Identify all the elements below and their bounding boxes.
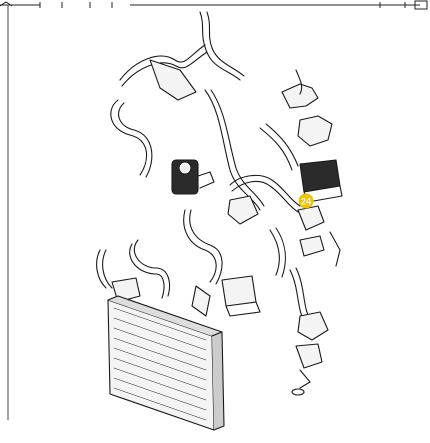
control-module: [299, 159, 341, 193]
cropped-frame-top: [0, 0, 428, 10]
connector-right-2: [297, 115, 333, 147]
hose-mid-left: [183, 209, 217, 283]
hose-center-arc: [229, 174, 301, 207]
callout-24-label: 24: [301, 197, 311, 207]
fitting-lower-right: [295, 343, 323, 369]
hose-right-upper: [259, 127, 293, 171]
thermostat-housing: [297, 311, 329, 341]
hose-upper-left: [119, 44, 206, 81]
hose-left-curve: [110, 99, 148, 176]
fitting-right-mid: [297, 205, 325, 231]
hose-center-long: [204, 89, 261, 211]
pipe-top-center: [199, 11, 241, 81]
valve-center: [227, 195, 259, 225]
radiator: [107, 295, 225, 431]
seal-ring: [291, 388, 305, 396]
callout-24-circle[interactable]: [298, 193, 314, 209]
connector-top-right: [281, 83, 319, 109]
expansion-tank: [221, 275, 257, 307]
hose-radiator-feed: [133, 239, 171, 297]
clip-right: [299, 235, 325, 257]
bracket-top-center: [149, 59, 197, 101]
hose-left-small: [96, 249, 107, 289]
callout-24[interactable]: 24: [298, 193, 314, 209]
